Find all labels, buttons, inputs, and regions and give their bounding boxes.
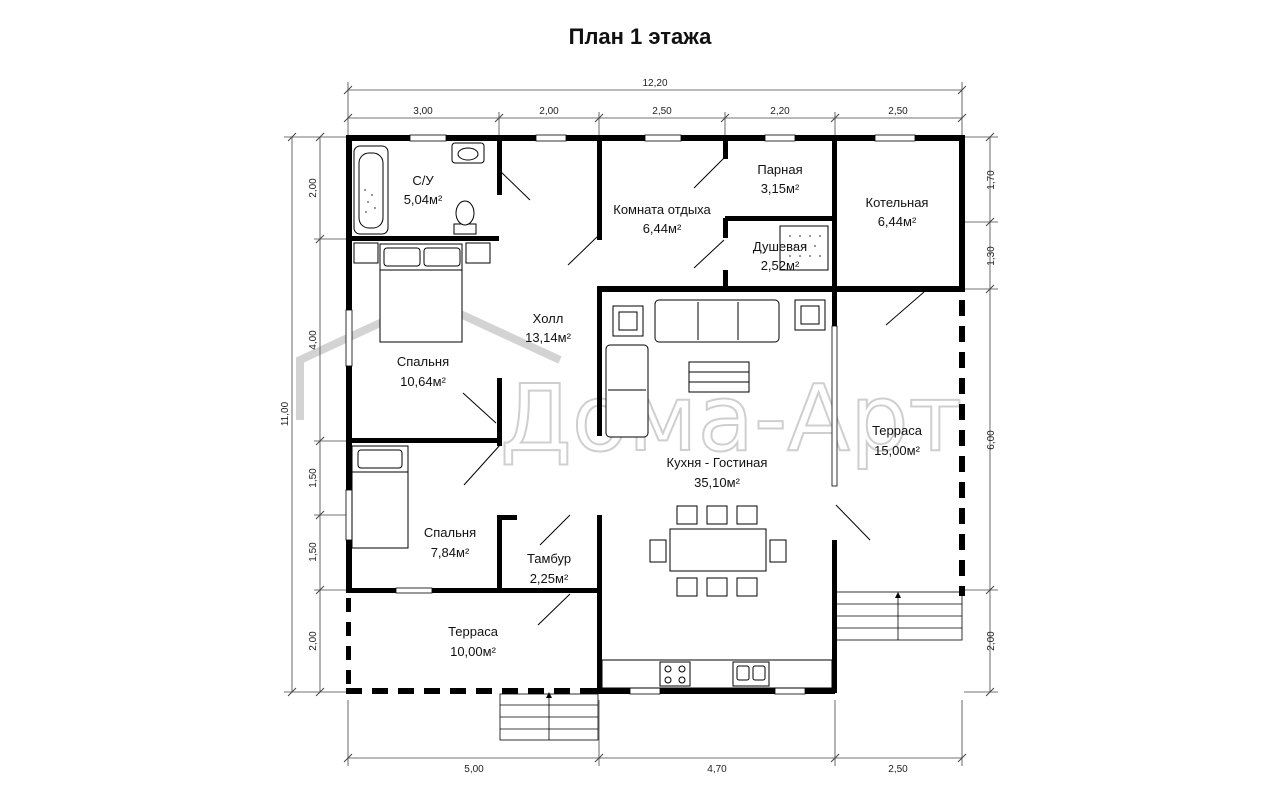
dim-top-5: 2,50 xyxy=(888,106,908,117)
dim-top-3: 2,50 xyxy=(652,106,672,117)
dim-left-2: 4,00 xyxy=(308,330,319,350)
terrace-rails xyxy=(346,300,965,694)
doors xyxy=(462,157,925,626)
side-table-icon xyxy=(794,299,826,331)
room-hall-area: 13,14м² xyxy=(525,330,571,345)
room-shower-area: 2,52м² xyxy=(761,258,800,273)
shower-tray-icon xyxy=(779,225,829,271)
coffee-table-icon xyxy=(688,361,750,393)
room-bedroom1-name: Спальня xyxy=(397,354,449,369)
nightstand-icon xyxy=(353,242,379,264)
steps xyxy=(499,591,963,741)
dim-top-4: 2,20 xyxy=(770,106,790,117)
room-vestibule-name: Тамбур xyxy=(527,551,571,566)
dimension-ticks xyxy=(287,85,995,763)
windows xyxy=(345,134,916,695)
dim-top-1: 3,00 xyxy=(413,106,433,117)
dim-left-4: 1,50 xyxy=(308,542,319,562)
dim-left-total: 11,00 xyxy=(280,401,291,426)
shower-dots xyxy=(364,189,821,257)
room-su-name: С/У xyxy=(412,173,434,188)
dim-right-4: 2,00 xyxy=(986,631,997,651)
furniture xyxy=(351,142,833,689)
room-steam-name: Парная xyxy=(757,162,802,177)
room-bedroom1-area: 10,64м² xyxy=(400,374,446,389)
sofa-icon xyxy=(654,299,780,343)
dim-bottom-3: 2,50 xyxy=(888,764,908,775)
dim-left-5: 2,00 xyxy=(308,631,319,651)
room-hall-name: Холл xyxy=(533,311,564,326)
dining-table-icon xyxy=(669,528,767,572)
dim-bottom-1: 5,00 xyxy=(464,764,484,775)
room-kitchen-area: 35,10м² xyxy=(694,475,740,490)
plan-title: План 1 этажа xyxy=(568,24,712,49)
dim-right-1: 1,70 xyxy=(986,170,997,190)
room-bedroom2-name: Спальня xyxy=(424,525,476,540)
room-rest-area: 6,44м² xyxy=(643,221,682,236)
dim-bottom-2: 4,70 xyxy=(707,764,727,775)
room-terrace-right-name: Терраса xyxy=(872,423,923,438)
room-steam-area: 3,15м² xyxy=(761,181,800,196)
room-terrace-bottom-name: Терраса xyxy=(448,624,499,639)
room-boiler-area: 6,44м² xyxy=(878,214,917,229)
room-rest-name: Комната отдыха xyxy=(613,202,711,217)
kitchen-counter-icon xyxy=(601,659,833,689)
room-bedroom2-area: 7,84м² xyxy=(431,545,470,560)
room-terrace-right-area: 15,00м² xyxy=(874,443,920,458)
step-arrows xyxy=(546,592,901,698)
nightstand-icon xyxy=(465,242,491,264)
dim-top-2: 2,00 xyxy=(539,106,559,117)
stove-icon xyxy=(659,661,691,687)
dim-right-3: 6,00 xyxy=(986,430,997,450)
dimension-labels: 12,20 3,00 2,00 2,50 2,20 2,50 5,00 4,70… xyxy=(280,78,997,775)
dim-top-total: 12,20 xyxy=(642,78,667,89)
room-shower-name: Душевая xyxy=(753,239,807,254)
room-boiler-name: Котельная xyxy=(866,195,929,210)
dimension-lines xyxy=(284,82,998,766)
dim-left-3: 1,50 xyxy=(308,468,319,488)
room-su-area: 5,04м² xyxy=(404,192,443,207)
room-labels: С/У 5,04м² Спальня 10,64м² Холл 13,14м² … xyxy=(397,162,929,659)
dim-left-1: 2,00 xyxy=(308,178,319,198)
room-vestibule-area: 2,25м² xyxy=(530,571,569,586)
dim-right-2: 1,30 xyxy=(986,246,997,266)
armchair-sofa-icon xyxy=(605,344,649,438)
room-kitchen-name: Кухня - Гостиная xyxy=(667,455,768,470)
room-terrace-bottom-area: 10,00м² xyxy=(450,644,496,659)
